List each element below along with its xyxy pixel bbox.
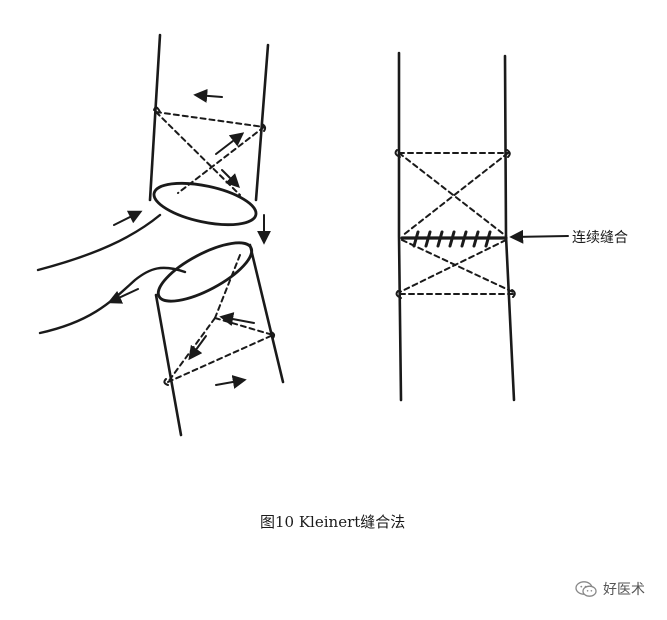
direction-arrows [107, 88, 271, 389]
upper-tendon-stump [148, 33, 270, 227]
callout-arrow [509, 229, 569, 244]
arrow-lower-right [215, 375, 247, 389]
arrow-lower-diagonal [188, 335, 207, 361]
figure-caption: 图10 Kleinert缝合法 [260, 513, 405, 531]
upper-suture-knot-left [153, 106, 161, 113]
arrow-upper-down [221, 169, 240, 188]
suture-threads [36, 213, 187, 335]
lower-suture-knot-left [163, 378, 169, 386]
callout-label: 连续缝合 [572, 229, 628, 246]
arrow-upper-left [193, 88, 223, 103]
right-upper-suture [398, 152, 509, 237]
lower-tendon-stump [154, 241, 285, 437]
watermark-text: 好医术 [603, 582, 645, 598]
arrow-thread-out [107, 288, 139, 304]
right-tendon-illustration [394, 51, 569, 402]
wechat-chat-icon [575, 581, 597, 597]
watermark: 好医术 [575, 579, 645, 599]
continuous-suture-line [400, 230, 508, 248]
right-suture-knots [394, 149, 516, 299]
upper-suture-knot-right [261, 123, 267, 132]
left-tendon-illustration [36, 33, 285, 437]
right-lower-suture [399, 239, 515, 295]
arrow-thread-in [113, 210, 143, 226]
lower-suture-knot-right [270, 331, 276, 339]
arrow-lower-left [219, 312, 255, 326]
arrow-upper-diagonal [215, 132, 245, 155]
repaired-tendon-outline [397, 51, 516, 402]
